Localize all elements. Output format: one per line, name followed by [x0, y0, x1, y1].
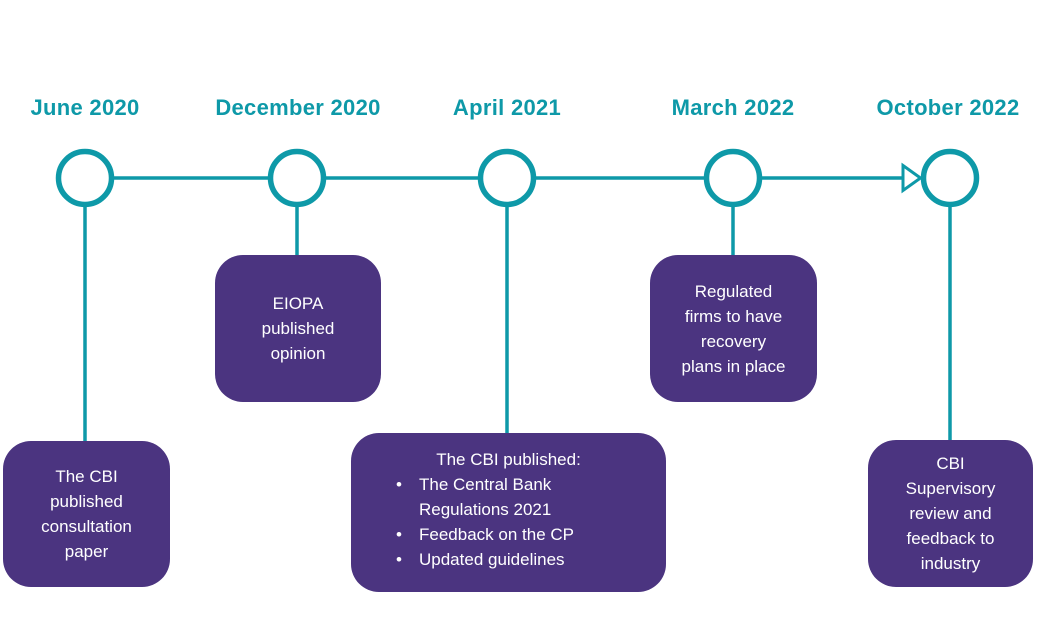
- date-label-june-2020: June 2020: [30, 95, 140, 120]
- bullet-item: The Central Bank Regulations 2021: [379, 472, 656, 522]
- date-label-march-2022: March 2022: [671, 95, 795, 120]
- node-april-2021: [477, 148, 537, 208]
- bullet-item: Updated guidelines: [379, 547, 656, 572]
- date-label-december-2020: December 2020: [215, 95, 381, 120]
- card-text: Regulated firms to have recovery plans i…: [681, 281, 786, 376]
- arrow-right-icon: [901, 162, 924, 194]
- node-october-2022: [920, 148, 980, 208]
- milestone-card-december-2020: EIOPA published opinion: [215, 255, 381, 402]
- milestone-card-june-2020: The CBI published consultation paper: [3, 441, 170, 587]
- card-title: The CBI published:: [436, 450, 581, 469]
- bullet-text: The Central Bank Regulations 2021: [419, 475, 552, 519]
- bullet-item: Feedback on the CP: [379, 522, 656, 547]
- node-december-2020: [267, 148, 327, 208]
- bullet-text: Feedback on the CP: [419, 525, 574, 544]
- card-text: The CBI published consultation paper: [41, 467, 132, 561]
- card-text: CBI Supervisory review and feedback to i…: [905, 454, 996, 573]
- milestone-card-october-2022: CBI Supervisory review and feedback to i…: [868, 440, 1033, 587]
- card-bullet-list: The Central Bank Regulations 2021 Feedba…: [361, 472, 656, 572]
- milestone-card-march-2022: Regulated firms to have recovery plans i…: [650, 255, 817, 402]
- bullet-text: Updated guidelines: [419, 550, 565, 569]
- node-june-2020: [55, 148, 115, 208]
- milestone-card-april-2021: The CBI published: The Central Bank Regu…: [351, 433, 666, 592]
- date-label-october-2022: October 2022: [876, 95, 1020, 120]
- timeline-nodes: [55, 148, 980, 208]
- date-label-april-2021: April 2021: [452, 95, 562, 120]
- node-march-2022: [703, 148, 763, 208]
- card-text: EIOPA published opinion: [261, 294, 335, 363]
